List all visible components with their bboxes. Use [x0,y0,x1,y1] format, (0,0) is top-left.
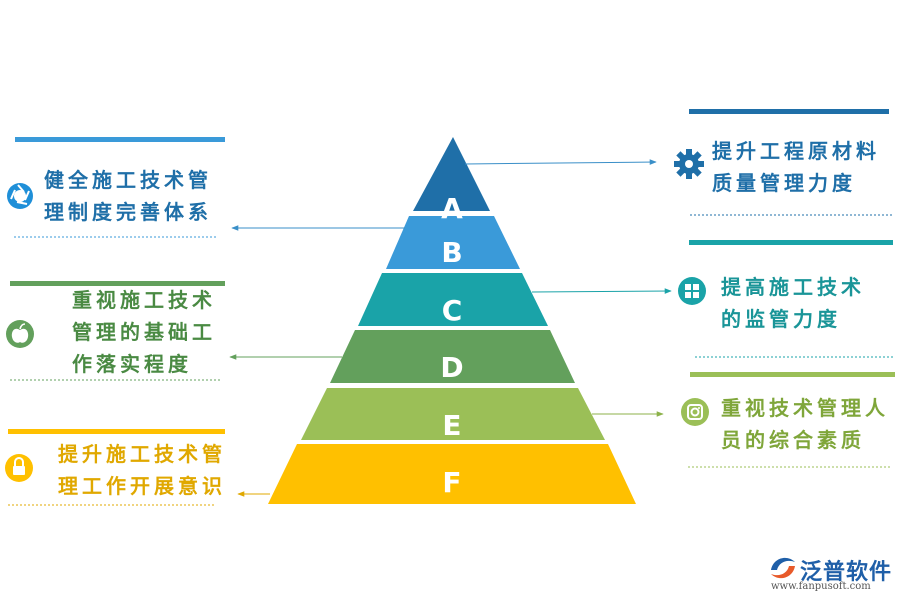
aperture-icon [7,183,33,209]
right-callout-3-text: 重视技术管理人 员的综合素质 [721,392,889,456]
left-callout-1-line-1: 健全施工技术管 [44,168,212,192]
left-callout-2-line-1: 重视施工技术 [72,288,216,312]
right-callout-1-line-2: 质量管理力度 [712,171,856,195]
pyramid-level-a [413,137,490,211]
pyramid-letter-f: F [442,466,461,499]
left-callout-2-text: 重视施工技术 管理的基础工 作落实程度 [72,284,216,380]
pyramid-level-d [330,330,575,383]
pyramid-letter-d: D [440,351,463,384]
left-callout-1-bar [15,137,225,142]
left-callout-2-line-3: 作落实程度 [72,352,192,376]
pyramid-level-f [268,444,636,504]
right-callout-3-bar [690,372,895,377]
left-callout-2-line-2: 管理的基础工 [72,320,216,344]
left-callout-3-line-1: 提升施工技术管 [58,442,226,466]
pyramid-level-e [301,388,605,440]
gear-icon [674,149,704,179]
right-callout-2-bar [689,240,893,245]
left-callout-3-line-2: 理工作开展意识 [58,474,226,498]
pyramid-level-b [386,216,520,269]
right-callout-1-text: 提升工程原材料 质量管理力度 [712,135,880,199]
pyramid-level-c [358,273,548,326]
left-callout-3-text: 提升施工技术管 理工作开展意识 [58,438,226,502]
right-callout-2-line-1: 提高施工技术 [721,275,865,299]
left-callout-3-bar [8,429,225,434]
left-callout-decor [8,137,225,506]
pyramid-letter-c: C [442,294,463,327]
right-callout-1-bar [689,109,889,114]
left-callout-2-bar [10,281,225,286]
pyramid: A B C D E F [268,137,636,504]
logo-url: www.fanpusoft.com [771,581,871,592]
windows-icon [678,277,706,305]
pyramid-letter-a: A [441,192,463,225]
logo-name: 泛普软件 [800,560,893,585]
pyramid-letter-e: E [442,409,461,442]
connector-a [464,159,657,165]
left-callout-1-line-2: 理制度完善体系 [44,200,212,224]
right-callout-3-line-2: 员的综合素质 [721,428,865,452]
apple-icon [6,320,34,348]
connector-c [531,288,672,294]
pyramid-letter-b: B [441,236,462,269]
right-callout-3-line-1: 重视技术管理人 [721,396,889,420]
connectors [229,159,672,497]
camera-icon [681,398,709,426]
fanpu-logo-mark [771,557,795,579]
left-callout-1-text: 健全施工技术管 理制度完善体系 [44,164,212,228]
lock-icon [5,454,33,482]
right-callout-2-line-2: 的监管力度 [721,307,841,331]
right-callout-2-text: 提高施工技术 的监管力度 [721,271,865,335]
right-callout-1-line-1: 提升工程原材料 [712,139,880,163]
right-callout-decor [688,109,895,468]
